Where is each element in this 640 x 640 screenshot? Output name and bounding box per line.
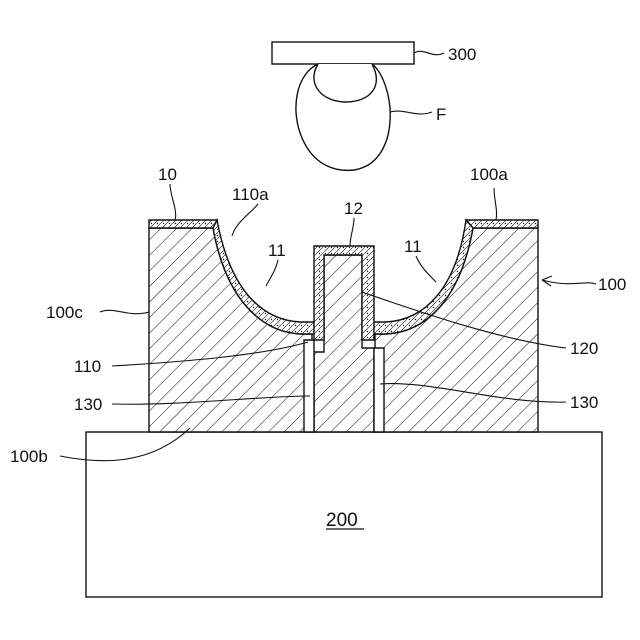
label-pin-coat: 12 [344, 199, 363, 218]
label-pin: 120 [570, 339, 598, 358]
label-side-face: 100c [46, 303, 83, 322]
label-groove-left: 11 [268, 241, 286, 260]
plate [272, 42, 414, 64]
label-gap-right: 130 [570, 393, 598, 412]
label-top-left-coat: 10 [158, 165, 177, 184]
label-base: 200 [326, 510, 358, 531]
label-top-right-coat: 100a [470, 165, 508, 184]
leader-100c [100, 310, 149, 313]
label-gap-left: 130 [74, 395, 102, 414]
leader-11-right [416, 256, 436, 282]
label-plate: 300 [448, 45, 476, 64]
leader-100a [494, 188, 497, 220]
leader-10 [170, 184, 176, 220]
label-object: F [436, 105, 446, 124]
label-groove-right: 11 [404, 237, 422, 256]
leader-300 [414, 51, 444, 54]
label-hole: 110 [74, 357, 101, 376]
label-bottom-face: 100b [10, 447, 48, 466]
top-coating-left [149, 220, 217, 228]
leader-f [390, 111, 432, 114]
leader-12 [350, 218, 354, 246]
leader-11-left [266, 260, 278, 286]
top-coating-right [466, 220, 538, 228]
leader-100 [542, 280, 596, 284]
leader-110a [232, 204, 258, 236]
gap-right [374, 348, 384, 432]
label-block: 100 [598, 275, 626, 294]
gap-left [304, 340, 314, 432]
label-cavity-coat: 110a [232, 185, 269, 204]
